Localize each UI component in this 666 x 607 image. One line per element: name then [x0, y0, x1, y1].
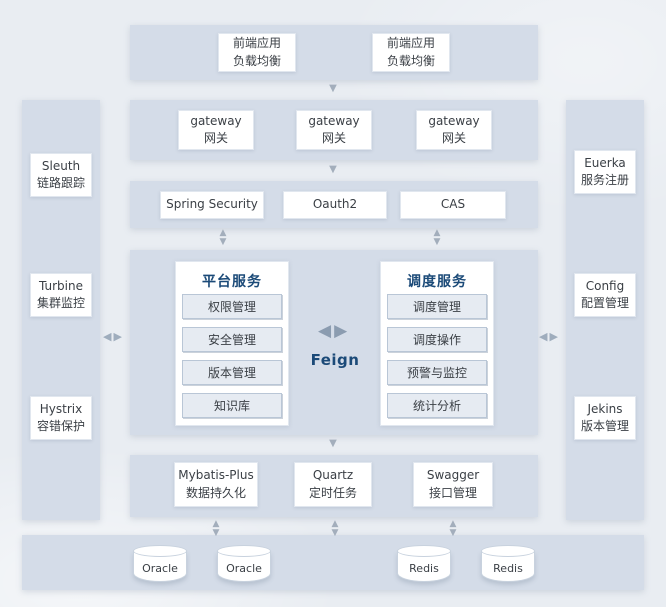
cylinder-top: [217, 545, 271, 557]
box-line: Mybatis-Plus: [178, 468, 254, 483]
middleware-box-swagger: Swagger 接口管理: [413, 462, 493, 507]
box-line: Swagger: [426, 468, 480, 483]
down-arrow-icon: ▼: [329, 438, 337, 449]
updown-arrow-icon: ▲ ▼: [328, 519, 342, 538]
sidebar-box-euerka: Euerka 服务注册: [574, 150, 636, 194]
down-arrow-icon: ▼: [433, 237, 441, 247]
box-line: 负载均衡: [232, 53, 281, 68]
up-arrow-icon: ▲: [212, 519, 220, 529]
box-line: 负载均衡: [386, 53, 435, 68]
box-line: Euerka: [584, 155, 626, 170]
sidebar-box-jekins: Jekins 版本管理: [574, 396, 636, 440]
platform-item: 安全管理: [182, 327, 282, 352]
middleware-box-quartz: Quartz 定时任务: [294, 462, 372, 507]
gateway-box: gateway 网关: [178, 110, 254, 150]
box-line: gateway: [190, 113, 242, 128]
schedule-title: 调度服务: [407, 274, 467, 290]
gateway-box: gateway 网关: [296, 110, 372, 150]
box-line: 版本管理: [580, 419, 629, 433]
cylinder-top: [133, 545, 187, 557]
schedule-item: 调度管理: [387, 294, 487, 319]
database-cylinder-oracle: Oracle: [217, 545, 273, 589]
left-arrow-icon: ◀: [539, 330, 548, 343]
up-arrow-icon: ▲: [449, 519, 457, 529]
right-arrow-icon: ▶: [334, 321, 348, 341]
auth-box-oauth2: Oauth2: [283, 191, 387, 219]
box-line: 服务注册: [580, 173, 629, 187]
leftright-arrow-icon: ◀ ▶: [103, 331, 122, 343]
cylinder-top: [397, 545, 451, 557]
down-arrow-icon: ▼: [212, 528, 220, 538]
database-label: Oracle: [142, 562, 178, 575]
updown-arrow-icon: ▲ ▼: [216, 228, 230, 247]
platform-title: 平台服务: [202, 274, 262, 290]
platform-item: 权限管理: [182, 294, 282, 319]
box-line: Quartz: [312, 468, 354, 483]
database-label: Redis: [409, 562, 439, 575]
schedule-item: 预警与监控: [387, 360, 487, 385]
down-arrow-icon: ▼: [449, 528, 457, 538]
schedule-item: 调度操作: [387, 327, 487, 352]
updown-arrow-icon: ▲ ▼: [430, 228, 444, 247]
box-line: 网关: [441, 131, 466, 145]
sidebar-box-config: Config 配置管理: [574, 273, 636, 317]
cylinder-body: [217, 551, 271, 582]
box-line: 前端应用: [386, 36, 435, 51]
box-line: 数据持久化: [185, 485, 246, 500]
feign-leftright-arrow-icon: ◀ ▶: [318, 323, 347, 340]
box-line: 定时任务: [308, 485, 357, 500]
right-arrow-icon: ▶: [549, 330, 558, 343]
up-arrow-icon: ▲: [219, 228, 227, 238]
cylinder-top: [481, 545, 535, 557]
box-line: gateway: [428, 113, 480, 128]
database-label: Oracle: [226, 562, 262, 575]
down-arrow-icon: ▼: [329, 164, 337, 175]
leftright-arrow-icon: ◀ ▶: [539, 331, 558, 343]
database-cylinder-redis: Redis: [481, 545, 537, 589]
updown-arrow-icon: ▲ ▼: [446, 519, 460, 538]
schedule-item: 统计分析: [387, 393, 487, 418]
box-line: Sleuth: [41, 158, 81, 173]
up-arrow-icon: ▲: [331, 519, 339, 529]
box-line: 网关: [321, 131, 346, 145]
box-line: 链路跟踪: [36, 176, 85, 190]
box-line: 接口管理: [428, 485, 477, 500]
left-arrow-icon: ◀: [103, 330, 112, 343]
sidebar-box-turbine: Turbine 集群监控: [30, 273, 92, 317]
box-line: 前端应用: [232, 36, 281, 51]
platform-item: 版本管理: [182, 360, 282, 385]
box-line: Turbine: [39, 278, 83, 293]
frontend-lb-box: 前端应用 负载均衡: [372, 33, 450, 72]
middleware-box-mybatis: Mybatis-Plus 数据持久化: [174, 462, 258, 507]
up-arrow-icon: ▲: [433, 228, 441, 238]
box-line: 容错保护: [36, 419, 85, 433]
down-arrow-icon: ▼: [219, 237, 227, 247]
right-arrow-icon: ▶: [113, 330, 122, 343]
box-line: Hystrix: [39, 401, 83, 416]
frontend-lb-box: 前端应用 负载均衡: [218, 33, 296, 72]
sidebar-box-hystrix: Hystrix 容错保护: [30, 396, 92, 440]
updown-arrow-icon: ▲ ▼: [209, 519, 223, 538]
box-line: 集群监控: [36, 296, 85, 310]
down-arrow-icon: ▼: [331, 528, 339, 538]
box-line: 网关: [203, 131, 228, 145]
gateway-box: gateway 网关: [416, 110, 492, 150]
feign-label: Feign: [310, 351, 360, 369]
box-line: Jekins: [587, 401, 623, 416]
auth-box-cas: CAS: [400, 191, 506, 219]
auth-box-spring-security: Spring Security: [160, 191, 264, 219]
database-cylinder-oracle: Oracle: [133, 545, 189, 589]
database-cylinder-redis: Redis: [397, 545, 453, 589]
sidebar-box-sleuth: Sleuth 链路跟踪: [30, 153, 92, 197]
frontend-band: [130, 25, 538, 80]
database-label: Redis: [493, 562, 523, 575]
database-band: [22, 535, 644, 590]
down-arrow-icon: ▼: [329, 83, 337, 94]
box-line: Config: [585, 278, 625, 293]
left-arrow-icon: ◀: [318, 321, 332, 341]
box-line: 配置管理: [580, 296, 629, 310]
platform-item: 知识库: [182, 393, 282, 418]
box-line: gateway: [308, 113, 360, 128]
